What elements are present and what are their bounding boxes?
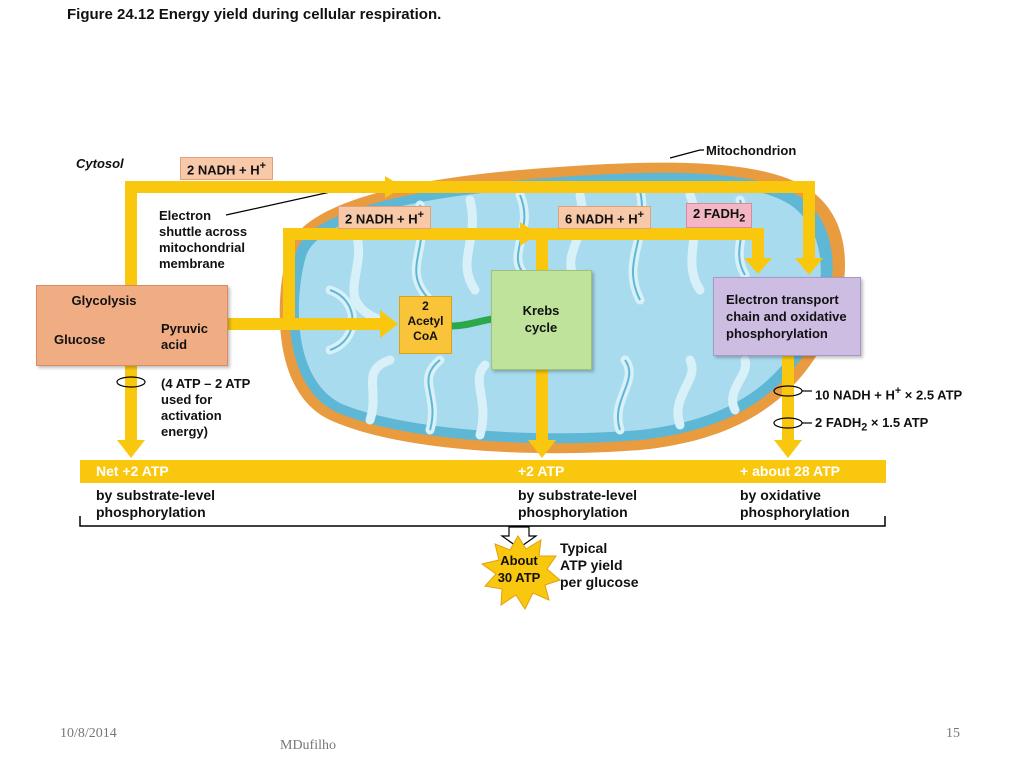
nadh-yield-rest: × 2.5 ATP xyxy=(901,387,963,403)
glucose-label: Glucose xyxy=(54,332,106,347)
atp-star xyxy=(480,535,562,611)
electron-shuttle-label: Electron shuttle across mitochondrial me… xyxy=(159,208,247,272)
sub-right: by oxidative phosphorylation xyxy=(740,487,850,521)
sub-left: by substrate-level phosphorylation xyxy=(96,487,215,521)
sub-2: 2 xyxy=(861,421,868,434)
activation-line-1: (4 ATP – 2 ATP xyxy=(161,376,251,391)
plus-sup: + xyxy=(417,209,424,221)
shuttle-line-4: membrane xyxy=(159,256,225,271)
shuttle-line-1: Electron xyxy=(159,208,212,223)
caption-line-3: per glucose xyxy=(560,574,639,590)
typical-yield-caption: Typical ATP yield per glucose xyxy=(560,540,639,591)
pyruvic-line-1: Pyruvic xyxy=(161,321,208,336)
sub-right-line-2: phosphorylation xyxy=(740,504,850,520)
arrows xyxy=(117,176,823,458)
figure-title: Figure 24.12 Energy yield during cellula… xyxy=(67,6,442,23)
activation-line-2: used for xyxy=(161,392,213,407)
mitochondrion-leader xyxy=(669,149,704,159)
bar-oxidative-atp: + about 28 ATP xyxy=(740,463,840,479)
sub-mid: by substrate-level phosphorylation xyxy=(518,487,637,521)
glycolysis-title: Glycolysis xyxy=(71,293,137,308)
markers xyxy=(116,376,812,429)
nadh-pyruvate-badge: 2 NADH + H+ xyxy=(338,206,431,230)
plus-sup: + xyxy=(637,209,644,221)
nadh-pyruvate-text: 2 NADH + H xyxy=(345,211,418,227)
nadh-cytosol-badge: 2 NADH + H+ xyxy=(180,157,273,181)
fadh-yield-text: 2 FADH xyxy=(815,415,862,430)
nadh-yield-text: 10 NADH + H xyxy=(815,387,895,403)
nadh-yield-label: 10 NADH + H+ × 2.5 ATP xyxy=(815,383,962,403)
acetyl-line-2: Acetyl xyxy=(407,314,444,328)
activation-line-4: energy) xyxy=(161,424,208,439)
krebs-cycle-label: Krebs cycle xyxy=(512,302,570,336)
nadh-krebs-badge: 6 NADH + H+ xyxy=(558,206,651,230)
bar-krebs-atp: +2 ATP xyxy=(518,463,565,479)
krebs-line-2: cycle xyxy=(524,320,558,335)
mitochondrion-label: Mitochondrion xyxy=(706,143,797,158)
fadh-krebs-badge: 2 FADH2 xyxy=(686,203,753,228)
sub-mid-line-2: phosphorylation xyxy=(518,504,628,520)
plus-sup: + xyxy=(259,160,266,172)
glycolysis-box: Glycolysis Glucose Pyruvic acid xyxy=(36,285,228,366)
fadh-krebs-text: 2 FADH xyxy=(693,206,740,221)
krebs-cycle-box xyxy=(491,270,592,370)
etc-line-2: chain and oxidative xyxy=(726,309,847,324)
activation-line-3: activation xyxy=(161,408,222,423)
star-text: About 30 ATP xyxy=(489,552,549,586)
footer-date: 10/8/2014 xyxy=(60,726,117,741)
etc-line-1: Electron transport xyxy=(726,292,839,307)
pyruvic-acid-label: Pyruvic acid xyxy=(161,321,208,353)
acetyl-line-1: 2 xyxy=(422,299,429,313)
atp-yield-bar xyxy=(80,460,886,483)
fadh-yield-label: 2 FADH2 × 1.5 ATP xyxy=(815,415,928,436)
nadh-cytosol-text: 2 NADH + H xyxy=(187,162,260,178)
caption-line-1: Typical xyxy=(560,540,608,556)
sub-left-line-1: by substrate-level xyxy=(96,487,216,503)
cytosol-label: Cytosol xyxy=(76,156,124,171)
caption-line-2: ATP yield xyxy=(560,557,623,573)
sub-left-line-2: phosphorylation xyxy=(96,504,206,520)
star-line-2: 30 ATP xyxy=(497,570,541,585)
krebs-line-1: Krebs xyxy=(522,303,560,318)
nadh-krebs-text: 6 NADH + H xyxy=(565,211,638,227)
footer-author: MDufilho xyxy=(280,738,336,753)
activation-energy-note: (4 ATP – 2 ATP used for activation energ… xyxy=(161,376,250,440)
star-line-1: About xyxy=(500,553,538,568)
footer-page-number: 15 xyxy=(946,726,960,741)
electron-transport-box: Electron transport chain and oxidative p… xyxy=(713,277,861,356)
pyruvic-line-2: acid xyxy=(161,337,188,352)
fadh-yield-rest: × 1.5 ATP xyxy=(867,415,929,430)
sub-2: 2 xyxy=(739,212,746,225)
acetyl-line-3: CoA xyxy=(413,329,438,343)
bar-net-atp: Net +2 ATP xyxy=(96,463,169,479)
shuttle-line-3: mitochondrial xyxy=(159,240,245,255)
etc-line-3: phosphorylation xyxy=(726,326,828,341)
sub-mid-line-1: by substrate-level xyxy=(518,487,638,503)
acetyl-coa-box: 2 Acetyl CoA xyxy=(399,296,452,354)
plus-sup: + xyxy=(894,385,902,397)
bracket xyxy=(79,516,886,527)
sub-right-line-1: by oxidative xyxy=(740,487,821,503)
shuttle-line-2: shuttle across xyxy=(159,224,248,239)
